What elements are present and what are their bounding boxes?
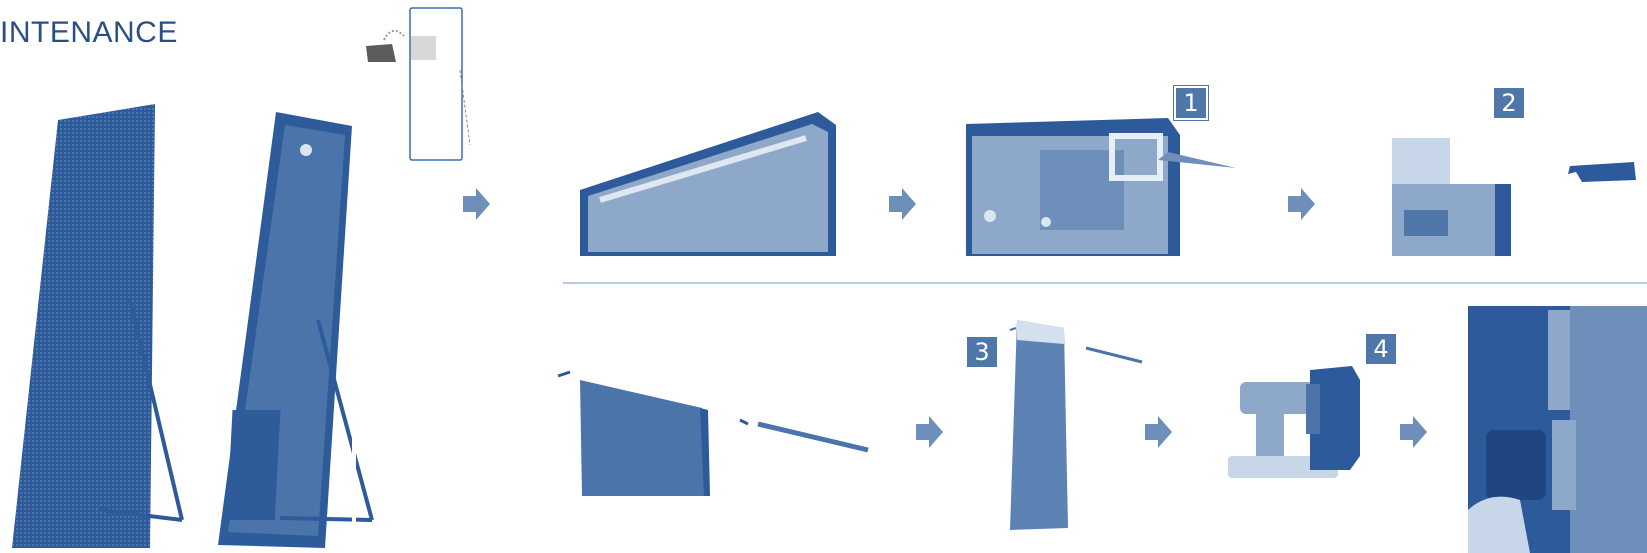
step-installation-photo	[1468, 306, 1647, 553]
step-panel-tilted	[558, 372, 868, 496]
row-divider	[563, 282, 1647, 284]
step-badge-1: 1	[1174, 86, 1208, 120]
step-panel-closeup	[966, 118, 1236, 256]
flow-arrow-6	[1400, 416, 1427, 448]
step-badge-4: 4	[1366, 334, 1396, 364]
flow-arrow-2	[889, 188, 916, 220]
step-panel-vertical	[1010, 320, 1142, 530]
step-badge-3: 3	[967, 337, 997, 367]
flow-arrow-4	[916, 416, 943, 448]
flow-arrow-5	[1145, 416, 1172, 448]
step-tool	[1228, 366, 1360, 478]
side-view-icon	[366, 8, 470, 160]
display-back-view	[218, 112, 372, 550]
flow-arrow-3	[1288, 188, 1315, 220]
flow-arrow-1	[463, 188, 490, 220]
step-badge-2: 2	[1494, 88, 1524, 118]
step-panel-flat	[580, 112, 836, 256]
display-front-view	[12, 104, 182, 548]
step-module-removal	[1392, 138, 1636, 256]
